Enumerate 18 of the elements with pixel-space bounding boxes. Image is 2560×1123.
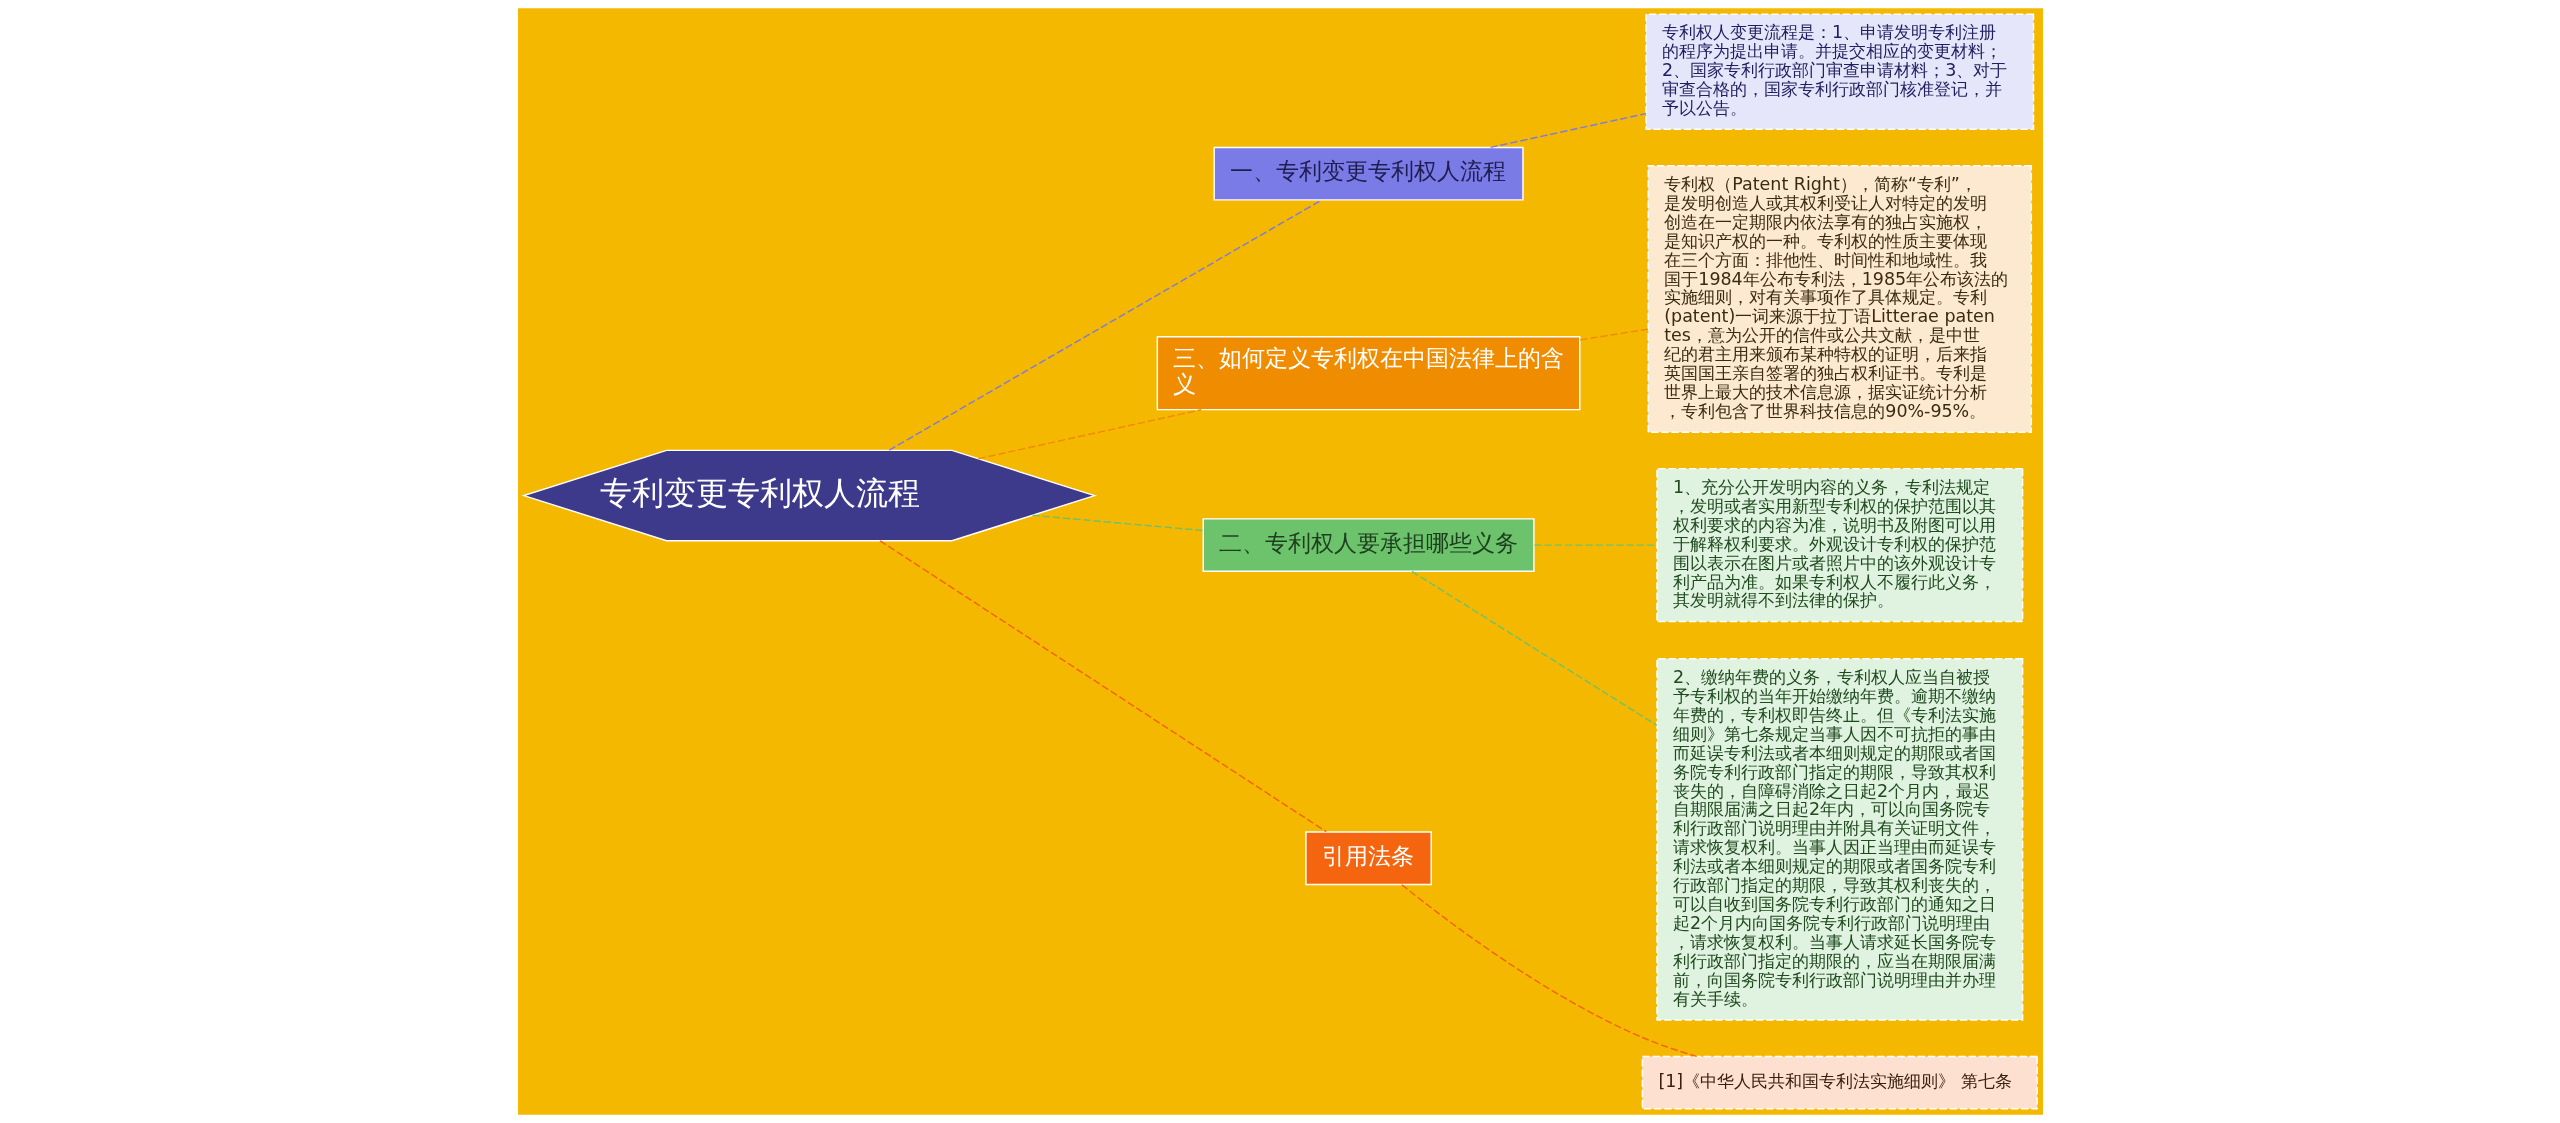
connector <box>1489 112 1647 149</box>
connector <box>878 540 1327 833</box>
node-box: [1]《中华人民共和国专利法实施细则》 第七条 <box>1641 1055 2038 1110</box>
node-box: 2、缴纳年费的义务，专利权人应当自被授予专利权的当年开始缴纳年费。逾期不缴纳年费的，专利权即告终止。但《专利法实施细则》第七条规定当事人因不可抗拒的事由而延误专利法或者本细则规定的期限或者国务院专利行政部门指定的期限，导致其权利丧失的，自障碍消除之日起2个月内，最迟自期限届满之日起2年内，可以向国务院专利行政部门说明理由并附具有关证明文件，请求恢复权利。当事人因正当理由而延误专利法或者本细则规定的期限或者国务院专利行政部门指定的期限，导致其权利丧失的，可以自收到国务院专利行政部门的通知之日起2个月内向国务院专利行政部门说明理由，请求恢复权利。当事人请求延长国务院专利行政部门指定的期限的，应当在期限届满前，向国务院专利行政部门说明理由并办理有关手续。 <box>1655 658 2023 1021</box>
node-box: 专利权人变更流程是：1、申请发明专利注册的程序为提出申请。并提交相应的变更材料；2、国家专利行政部门审查申请材料；3、对于审查合格的，国家专利行政部门核准登记，并予以公告。 <box>1644 13 2034 130</box>
node-box: 专利权（Patent Right），简称“专利”，是发明创造人或其权利受让人对特定的发明创造在一定期限内依法享有的独占实施权，是知识产权的一种。专利权的性质主要体现在三个方面：排他性、时间性和地域性。我国于1984年公布专利法，1985年公布该法的实施细则，对有关事项作了具体规定。专利(patent)一词来源于拉丁语Litterae patentes，意为公开的信件或公共文献，是中世纪的君主用来颁布某种特权的证明，后来指英国国王亲自签署的独占权利证书。专利是世界上最大的技术信息源，据实证统计分析，专利包含了世界科技信息的90%-95%。 <box>1647 164 2032 433</box>
connector <box>1579 328 1649 341</box>
connector <box>1410 570 1658 727</box>
node-box: 二、专利权人要承担哪些义务 <box>1202 518 1535 573</box>
node-box: 一、专利变更专利权人流程 <box>1212 146 1524 201</box>
connector <box>1400 884 1697 1058</box>
connector <box>977 409 1202 460</box>
node-box: 1、充分公开发明内容的义务，专利法规定，发明或者实用新型专利权的保护范围以其权利要求的内容为准，说明书及附图可以用于解释权利要求。外观设计专利权的保护范围以表示在图片或者照片中的该外观设计专利产品为准。如果专利权人不履行此义务，其发明就得不到法律的保护。 <box>1655 467 2023 623</box>
node-box: 三、如何定义专利权在中国法律上的含义 <box>1156 336 1580 411</box>
node-box: 引用法条 <box>1304 831 1432 886</box>
connector <box>1533 544 1657 546</box>
connector <box>1031 514 1204 532</box>
connector <box>888 199 1322 451</box>
